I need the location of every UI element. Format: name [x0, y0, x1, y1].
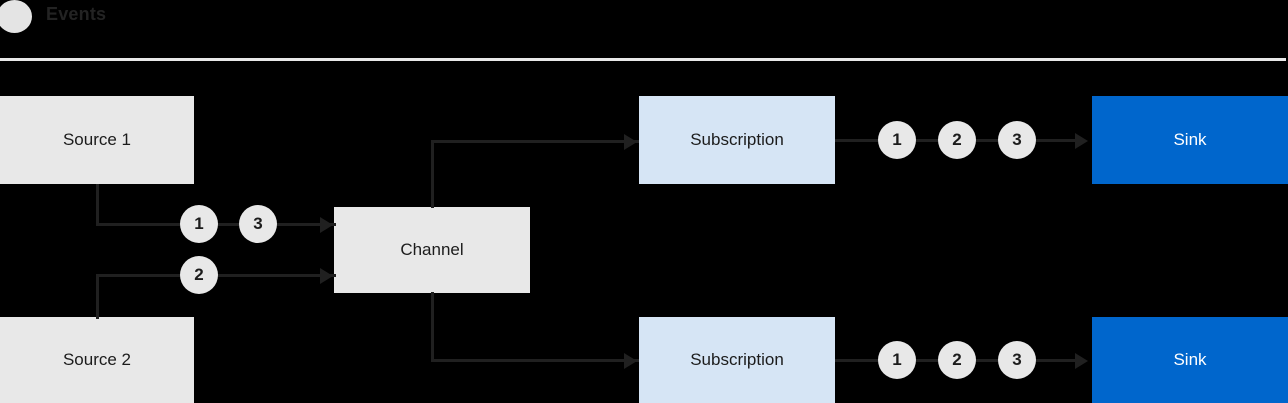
event-circle: 2	[938, 341, 976, 379]
node-sink-bottom: Sink	[1092, 317, 1288, 403]
event-circle: 2	[180, 256, 218, 294]
connector-channel-top-horizontal	[431, 140, 639, 143]
header-divider	[0, 58, 1286, 61]
node-subscription-bottom: Subscription	[639, 317, 835, 403]
event-circle: 3	[998, 341, 1036, 379]
connector-source1-vertical	[96, 184, 99, 226]
node-channel: Channel	[334, 207, 530, 293]
node-source-1: Source 1	[0, 96, 194, 184]
arrowhead-source1-to-channel	[320, 217, 333, 233]
event-circle: 1	[180, 205, 218, 243]
arrowhead-source2-to-channel	[320, 268, 333, 284]
arrowhead-channel-to-subscription-bottom	[624, 353, 637, 369]
connector-channel-top-vertical	[431, 140, 434, 208]
event-dot-icon	[0, 0, 32, 33]
event-circle: 1	[878, 121, 916, 159]
connector-channel-bottom-vertical	[431, 292, 434, 362]
arrowhead-to-sink-bottom	[1075, 353, 1088, 369]
event-circle: 3	[998, 121, 1036, 159]
event-circle: 3	[239, 205, 277, 243]
node-subscription-top: Subscription	[639, 96, 835, 184]
connector-channel-bottom-horizontal	[431, 359, 639, 362]
node-sink-top: Sink	[1092, 96, 1288, 184]
arrowhead-channel-to-subscription-top	[624, 134, 637, 150]
node-source-2: Source 2	[0, 317, 194, 403]
event-circle: 2	[938, 121, 976, 159]
connector-source2-vertical	[96, 274, 99, 319]
event-circle: 1	[878, 341, 916, 379]
legend-label: Events	[46, 4, 107, 24]
arrowhead-to-sink-top	[1075, 133, 1088, 149]
